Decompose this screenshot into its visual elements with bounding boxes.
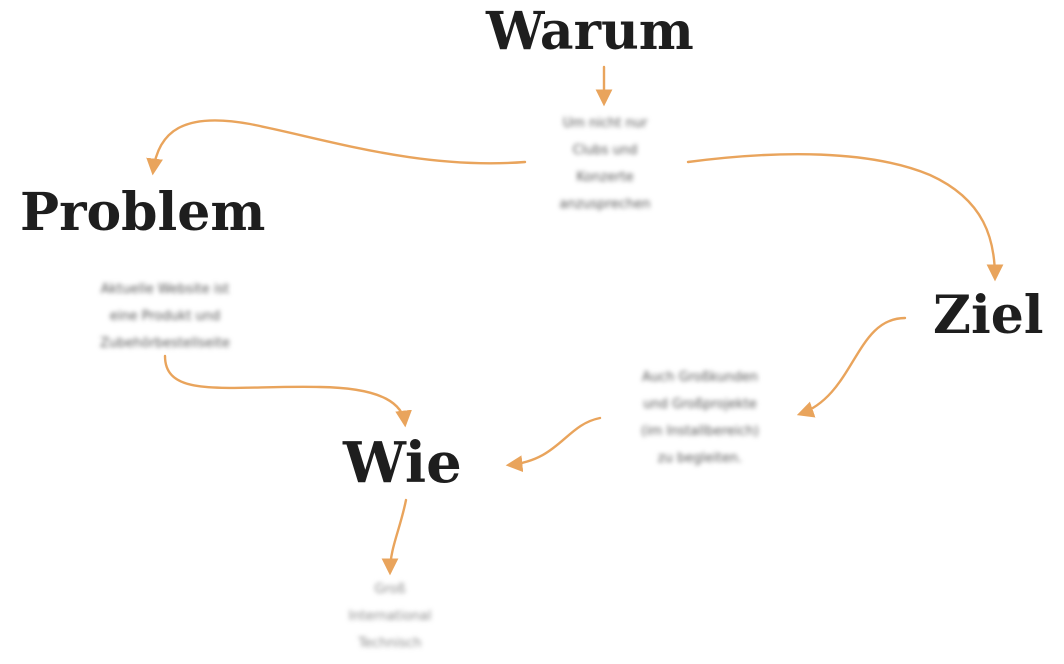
ziel-line: Auch Großkunden [641,370,759,385]
ziel-line: zu begleiten. [657,451,743,466]
wie-line: International [348,609,432,624]
wie-description: Groß International Technisch [300,576,480,657]
heading-ziel: Ziel [933,285,1044,346]
problem-line: Aktuelle Website ist [100,282,230,297]
arrow-problem-to-wie [163,354,412,428]
heading-problem: Problem [20,182,266,243]
warum-line: Konzerte [576,170,634,185]
arrow-warum-to-problem [146,119,527,176]
ziel-line: (im Installbereich) [641,424,759,439]
wie-line: Technisch [358,636,422,651]
warum-line: anzusprechen [559,197,651,212]
warum-line: Clubs und [572,143,638,158]
arrow-wie-to-text [381,498,408,576]
problem-line: Zubehörbestellseite [100,336,230,351]
heading-warum: Warum [486,1,694,62]
warum-line: Um nicht nur [562,116,648,131]
arrow-ziel-to-text [796,316,907,418]
problem-description: Aktuelle Website ist eine Produkt und Zu… [40,276,290,357]
problem-line: eine Produkt und [109,309,221,324]
arrow-ziel-text-to-wie [505,416,602,473]
heading-wie: Wie [343,430,462,496]
ziel-line: und Großprojekte [643,397,757,412]
arrow-warum-to-ziel [686,153,1004,282]
warum-description: Um nicht nur Clubs und Konzerte anzuspre… [505,110,705,218]
ziel-description: Auch Großkunden und Großprojekte (im Ins… [590,364,810,472]
wie-line: Groß [374,582,406,597]
